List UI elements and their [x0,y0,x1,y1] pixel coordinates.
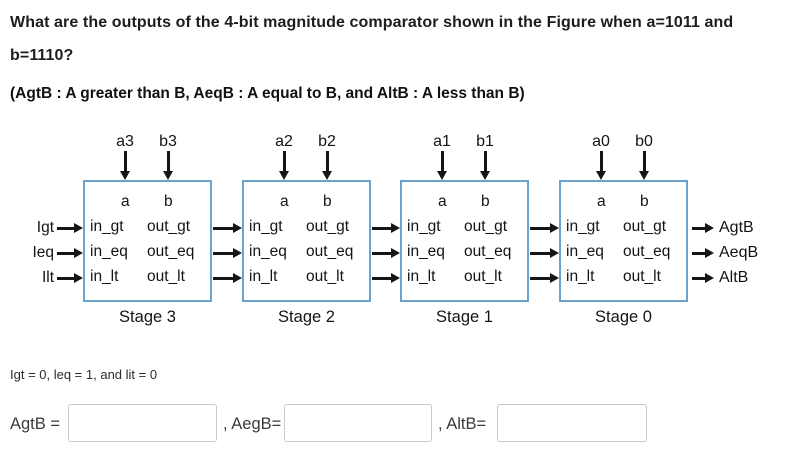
comparator-stage-0: a0 b0 a b in_gt out_gt in_eq out_eq in_l… [559,133,688,326]
port-b: b [323,193,332,210]
cascade-input-label-igt: Igt [36,219,54,236]
stage-caption: Stage 0 [595,308,652,326]
bit-input-label-a3: a3 [116,133,134,150]
bit-input-label-a1: a1 [433,133,451,150]
arrow-right-icon [57,273,83,282]
arrow-down-icon [279,151,288,180]
stage-caption: Stage 1 [436,308,493,326]
bit-input-label-a2: a2 [275,133,293,150]
arrow-down-icon [163,151,172,180]
port-out-gt: out_gt [623,218,667,235]
answer-label-aegb: , AegB= [223,415,282,433]
stage-caption: Stage 2 [278,308,335,326]
arrow-right-icon [530,273,559,282]
arrow-right-icon [692,248,714,257]
arrow-right-icon [213,273,242,282]
comparator-stage-1: a1 b1 a b in_gt out_gt in_eq out_eq in_l… [400,133,529,326]
comparator-stage-2: a2 b2 a b in_gt out_gt in_eq out_eq in_l… [242,133,371,326]
cascade-input-label-ilt: Ilt [41,269,54,286]
port-out-eq: out_eq [147,243,195,260]
port-a: a [280,193,289,210]
bit-input-label-b1: b1 [476,133,494,150]
port-a: a [438,193,447,210]
bit-input-label-b0: b0 [635,133,653,150]
port-in-eq: in_eq [90,243,128,260]
port-in-eq: in_eq [407,243,445,260]
arrow-down-icon [596,151,605,180]
answer-label-altb: , AltB= [438,415,487,433]
port-b: b [640,193,649,210]
arrow-down-icon [120,151,129,180]
port-in-gt: in_gt [90,218,124,235]
port-in-lt: in_lt [90,268,119,285]
output-label-altb: AltB [719,269,749,286]
arrow-right-icon [530,248,559,257]
port-a: a [121,193,130,210]
port-out-gt: out_gt [306,218,350,235]
port-out-lt: out_lt [623,268,661,285]
output-label-agtb: AgtB [719,219,754,236]
arrow-right-icon [372,273,400,282]
port-out-lt: out_lt [464,268,502,285]
arrow-right-icon [372,248,400,257]
stage-caption: Stage 3 [119,308,176,326]
answer-label-agtb: AgtB = [10,415,60,433]
port-out-lt: out_lt [306,268,344,285]
agtb-answer-input[interactable] [68,404,217,442]
bit-input-label-b2: b2 [318,133,336,150]
port-in-lt: in_lt [249,268,278,285]
question-text: What are the outputs of the 4-bit magnit… [10,14,734,64]
port-b: b [481,193,490,210]
bit-input-label-a0: a0 [592,133,610,150]
port-out-gt: out_gt [147,218,191,235]
arrow-right-icon [692,223,714,232]
aegb-answer-input[interactable] [284,404,432,442]
arrow-right-icon [57,248,83,257]
bit-input-label-b3: b3 [159,133,177,150]
comparator-stage-3: a3 b3 a b in_gt out_gt in_eq out_eq in_l… [83,133,212,326]
port-in-lt: in_lt [407,268,436,285]
output-label-aeqb: AeqB [719,244,759,261]
arrow-down-icon [437,151,446,180]
port-in-lt: in_lt [566,268,595,285]
port-b: b [164,193,173,210]
arrow-down-icon [322,151,331,180]
arrow-down-icon [639,151,648,180]
arrow-right-icon [213,223,242,232]
port-in-eq: in_eq [566,243,604,260]
arrow-right-icon [692,273,714,282]
port-in-gt: in_gt [249,218,283,235]
question-legend: (AgtB : A greater than B, AeqB : A equal… [10,85,525,102]
port-out-eq: out_eq [623,243,671,260]
arrow-right-icon [213,248,242,257]
port-in-eq: in_eq [249,243,287,260]
port-out-eq: out_eq [464,243,512,260]
arrow-right-icon [530,223,559,232]
port-out-lt: out_lt [147,268,185,285]
arrow-right-icon [372,223,400,232]
port-out-gt: out_gt [464,218,508,235]
cascade-input-label-ieq: Ieq [32,244,54,261]
port-a: a [597,193,606,210]
arrow-down-icon [480,151,489,180]
altb-answer-input[interactable] [497,404,647,442]
arrow-right-icon [57,223,83,232]
given-values-text: Igt = 0, leq = 1, and lit = 0 [10,367,158,382]
port-out-eq: out_eq [306,243,354,260]
port-in-gt: in_gt [407,218,441,235]
port-in-gt: in_gt [566,218,600,235]
